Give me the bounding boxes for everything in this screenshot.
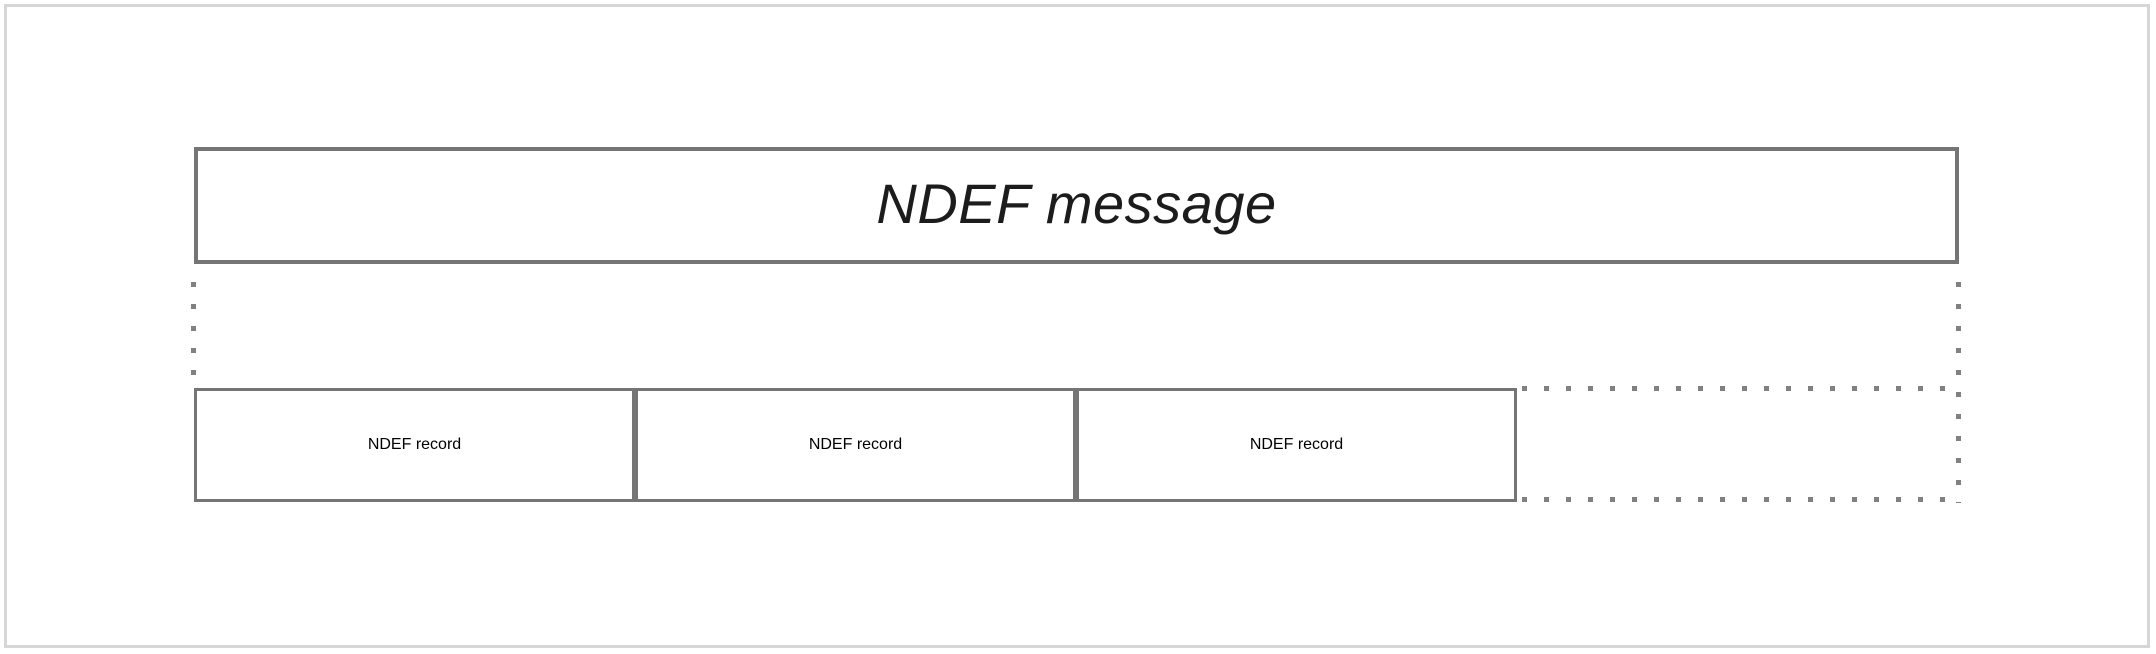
ndef-record-box-1: NDEF record — [194, 388, 635, 502]
ndef-record-label-3: NDEF record — [1249, 436, 1344, 453]
ndef-record-box-3: NDEF record — [1076, 388, 1517, 502]
diagram-frame — [4, 4, 2150, 648]
ndef-record-label-1: NDEF record — [367, 436, 462, 453]
ndef-message-label: NDEF message — [876, 172, 1277, 235]
dotted-connector-left — [191, 282, 196, 381]
ndef-record-label-2: NDEF record — [808, 436, 903, 453]
ndef-records-row: NDEF record NDEF record NDEF record — [194, 388, 1517, 502]
dotted-connector-right — [1956, 282, 1961, 503]
ndef-message-box: NDEF message — [194, 147, 1959, 264]
ndef-record-box-2: NDEF record — [635, 388, 1076, 502]
phantom-record-slot-top-edge — [1522, 386, 1956, 391]
phantom-record-slot-bottom-edge — [1522, 497, 1956, 502]
